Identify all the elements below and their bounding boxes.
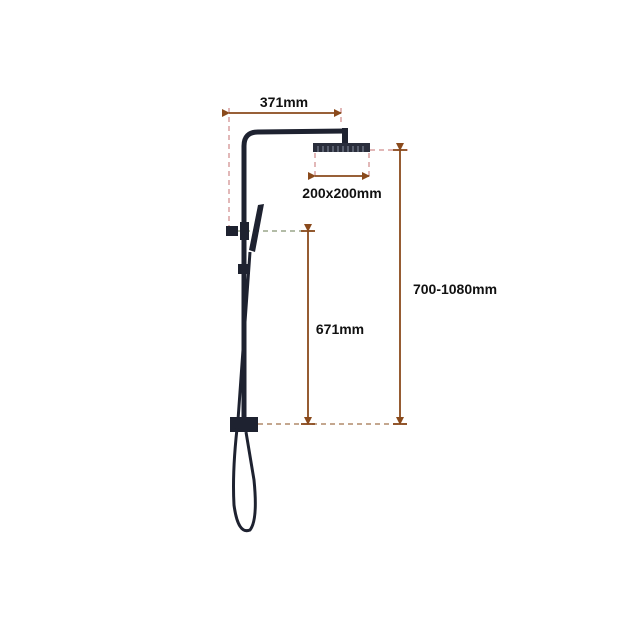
height-range-label: 700-1080mm <box>412 281 498 297</box>
arm-length-label: 371mm <box>259 94 309 110</box>
hose <box>232 251 257 533</box>
shower-fixture <box>226 128 370 533</box>
guide-lines <box>228 108 408 425</box>
arm-drop <box>342 128 348 144</box>
dimension-arrows <box>222 109 407 425</box>
rail-height-label: 671mm <box>315 321 365 337</box>
diverter-valve <box>226 226 238 236</box>
slider-bracket <box>238 264 250 274</box>
wall-bracket <box>230 417 258 432</box>
hand-shower <box>249 204 264 252</box>
head-size-label: 200x200mm <box>302 185 382 201</box>
shower-head <box>313 143 370 152</box>
riser-pipe <box>241 128 347 430</box>
